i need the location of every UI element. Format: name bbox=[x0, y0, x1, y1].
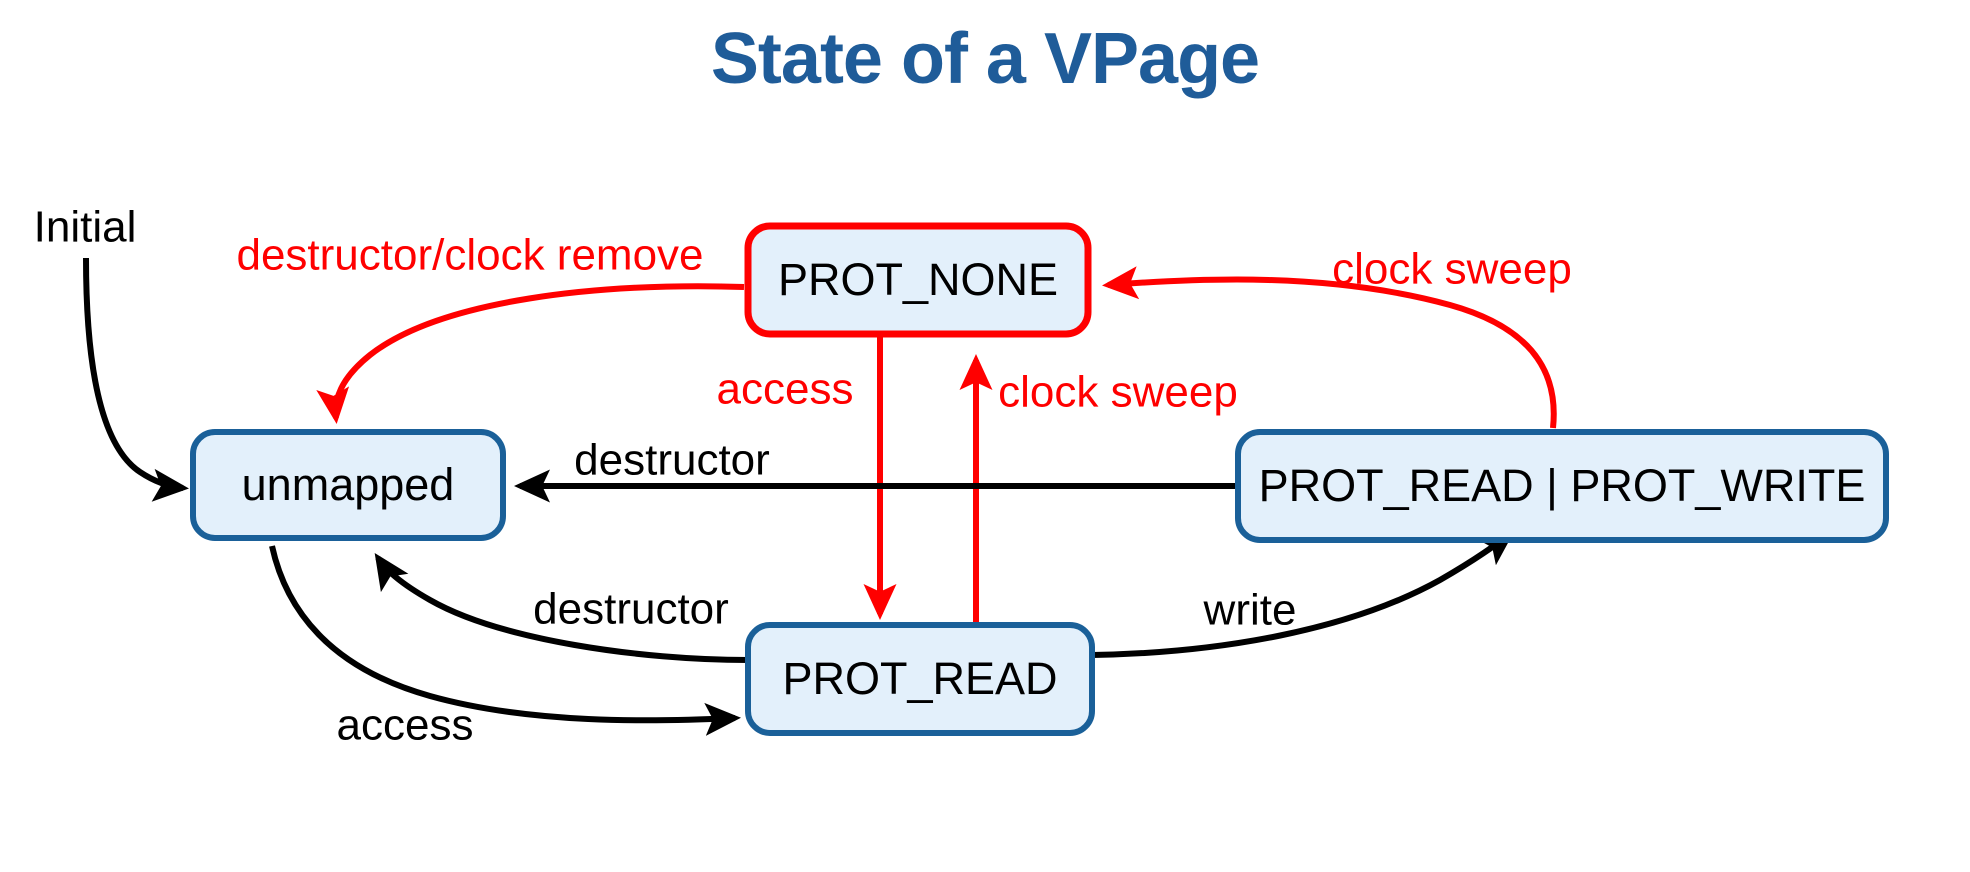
node-unmapped-rect bbox=[190, 429, 506, 541]
edge-unmapped-to-prot-read bbox=[269, 545, 741, 736]
node-unmapped[interactable]: unmapped bbox=[190, 429, 506, 541]
node-prot-read-rect bbox=[745, 622, 1095, 736]
node-prot-none-label: PROT_NONE bbox=[778, 254, 1058, 305]
node-prot-none[interactable]: PROT_NONE bbox=[744, 222, 1092, 338]
edge-label-destructor-rw: destructor bbox=[574, 436, 770, 485]
page-title: State of a VPage bbox=[710, 19, 1260, 99]
node-prot-read-write[interactable]: PROT_READ | PROT_WRITE bbox=[1235, 429, 1889, 543]
edge-prot-none-to-unmapped bbox=[316, 283, 745, 424]
node-prot-read[interactable]: PROT_READ bbox=[745, 622, 1095, 736]
edge-label-access-red: access bbox=[717, 365, 854, 414]
edge-label-destructor-clock-remove: destructor/clock remove bbox=[236, 231, 703, 280]
edge-label-clock-sweep-right: clock sweep bbox=[1332, 245, 1572, 294]
node-prot-read-label: PROT_READ bbox=[782, 653, 1057, 704]
edge-label-write: write bbox=[1203, 586, 1297, 635]
edge-label-destructor-read: destructor bbox=[533, 585, 729, 634]
node-prot-read-write-label: PROT_READ | PROT_WRITE bbox=[1259, 460, 1866, 511]
edge-prot-read-to-prot-rw bbox=[1091, 530, 1515, 658]
node-prot-read-write-rect bbox=[1235, 429, 1889, 543]
node-unmapped-label: unmapped bbox=[242, 459, 455, 510]
edge-label-access-black: access bbox=[337, 701, 474, 750]
edge-prot-rw-to-prot-none bbox=[1102, 266, 1557, 429]
node-prot-none-rect bbox=[744, 222, 1092, 338]
edge-prot-read-to-unmapped bbox=[374, 553, 749, 663]
edge-label-initial: Initial bbox=[34, 203, 137, 252]
edge-label-clock-sweep-middle: clock sweep bbox=[998, 368, 1238, 417]
edge-initial-unmapped bbox=[83, 257, 189, 502]
